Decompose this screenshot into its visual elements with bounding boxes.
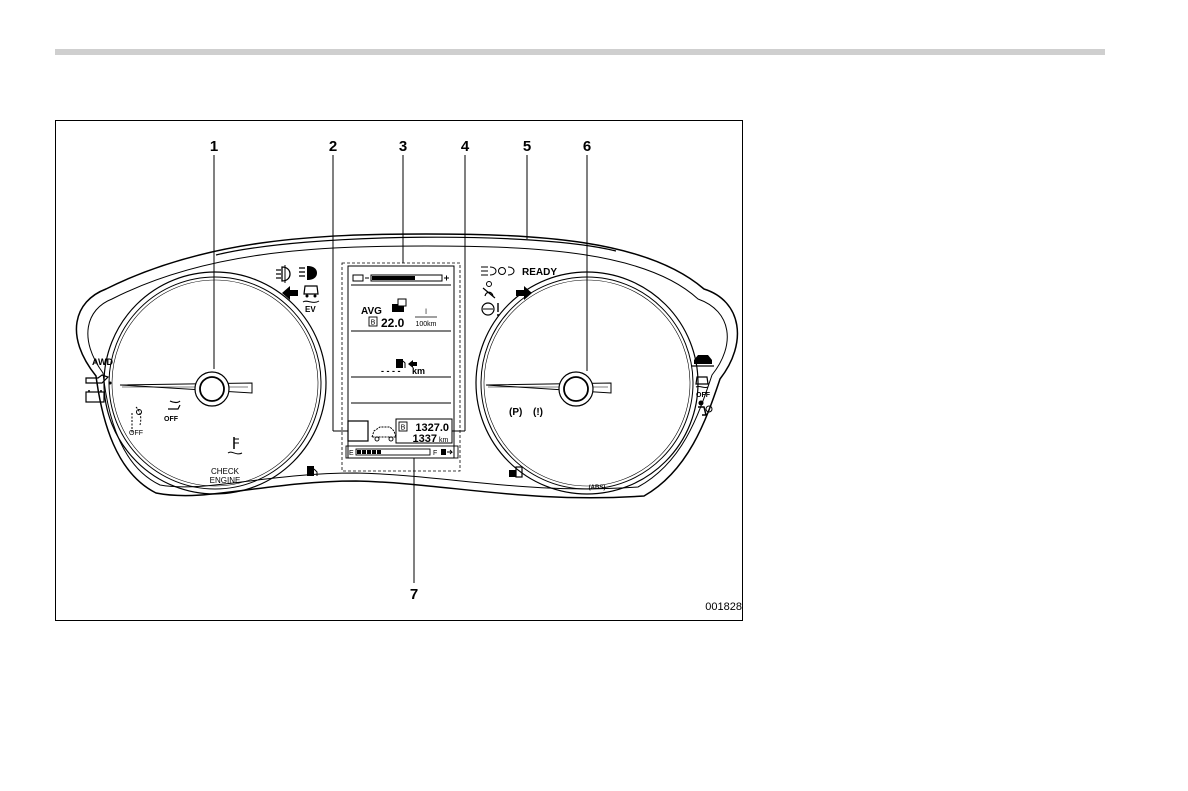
check-engine-line2: ENGINE [210, 476, 241, 485]
instrument-cluster-figure: AWD OFF OFF CHECK ENGINE [55, 120, 743, 621]
left-gauge-needle [120, 383, 252, 393]
fuel-full-label: F [433, 450, 437, 457]
battery-icon [86, 390, 104, 402]
ev-indicator: EV [305, 305, 316, 314]
avg-letter: B [371, 320, 376, 327]
eyesight-icon [481, 267, 514, 275]
callout-label-1: 1 [210, 138, 218, 155]
callout-label-7: 7 [410, 586, 418, 603]
coolant-temp-icon [228, 437, 242, 454]
abs-indicator: (ABS) [589, 485, 606, 491]
front-fog-light-icon [276, 265, 290, 283]
lane-assist-icon [303, 286, 319, 302]
fuel-level-segments [357, 450, 381, 454]
figure-id: 001828 [705, 601, 742, 613]
left-turn-signal-icon [282, 286, 298, 300]
range-value: - - - - [381, 366, 401, 376]
seatbelt-warning-icon [483, 282, 495, 299]
callout-label-2: 2 [329, 138, 337, 155]
callout-label-6: 6 [583, 138, 591, 155]
oil-pressure-icon [86, 375, 112, 385]
range-unit: km [412, 366, 425, 376]
awd-indicator: AWD [92, 357, 113, 367]
check-engine-line1: CHECK [211, 467, 240, 476]
vehicle-dynamics-off-label: OFF [696, 392, 711, 399]
top-divider-rule [55, 49, 1105, 55]
odometer-unit: km [439, 437, 449, 444]
parking-brake-indicator: (P) [509, 407, 522, 418]
avg-unit-bottom: 100km [415, 321, 436, 328]
traction-off-label: OFF [164, 416, 179, 423]
power-steering-warning-icon [482, 303, 499, 316]
avg-label: AVG [361, 306, 382, 317]
instrument-cluster-diagram: AWD OFF OFF CHECK ENGINE [56, 121, 744, 622]
trip-letter: B [401, 425, 406, 432]
fuel-empty-label: E [349, 450, 354, 457]
brake-warning-indicator: (!) [533, 407, 543, 418]
callout-label-3: 3 [399, 138, 407, 155]
left-gauge [104, 272, 326, 494]
callout-label-4: 4 [461, 138, 470, 155]
odometer-value: 1337 [413, 433, 437, 445]
callout-label-5: 5 [523, 138, 531, 155]
high-beam-icon [299, 266, 317, 280]
avg-value: 22.0 [381, 316, 405, 330]
drive-mode-box [348, 421, 368, 441]
traction-off-icon [168, 401, 180, 409]
seatbelt-off-label: OFF [129, 430, 143, 437]
ready-indicator: READY [522, 267, 557, 278]
